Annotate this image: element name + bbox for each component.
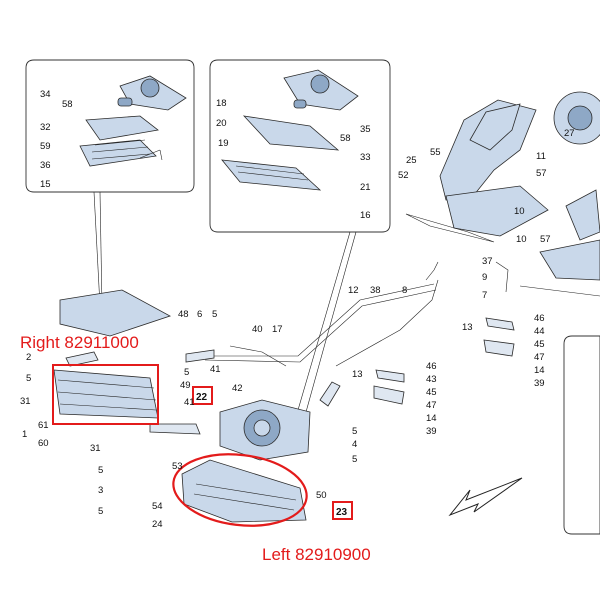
callout: 42 (232, 383, 243, 394)
callout: 41 (184, 397, 195, 408)
left-assembly (53, 289, 201, 435)
callout: 5 (212, 309, 217, 320)
callout: 7 (482, 290, 487, 301)
callout: 58 (62, 99, 73, 110)
callout: 6 (197, 309, 202, 320)
callout: 47 (534, 352, 545, 363)
callout: 39 (426, 426, 437, 437)
inset-right-edge (563, 335, 600, 535)
callout: 54 (152, 501, 163, 512)
hoses (185, 261, 515, 407)
callout: 9 (482, 272, 487, 283)
callout: 13 (352, 369, 363, 380)
callout: 5 (352, 426, 357, 437)
callout-numbers: 34 58 32 59 36 15 18 20 19 35 58 33 21 1… (20, 89, 575, 530)
callout: 20 (216, 118, 227, 129)
callout: 59 (40, 141, 51, 152)
callout: 4 (352, 439, 357, 450)
ref-23: 23 (336, 507, 348, 518)
upper-right-ducts (405, 91, 600, 297)
callout: 27 (564, 128, 575, 139)
callout: 14 (534, 365, 545, 376)
callout: 39 (534, 378, 545, 389)
ref-22-box (192, 386, 213, 405)
callout: 58 (340, 133, 351, 144)
callout: 1 (22, 429, 27, 440)
inset-left-radiator (25, 59, 195, 193)
right-part-label: Right 82911000 (20, 333, 139, 352)
direction-arrow (448, 477, 523, 517)
callout: 32 (40, 122, 51, 133)
callout: 48 (178, 309, 189, 320)
callout: 5 (98, 465, 103, 476)
inset-middle-radiator (209, 59, 391, 233)
callout: 57 (536, 168, 547, 179)
callout: 25 (406, 155, 417, 166)
callout: 24 (152, 519, 163, 530)
callout: 19 (218, 138, 229, 149)
callout: 43 (426, 374, 437, 385)
callout: 47 (426, 400, 437, 411)
callout: 10 (516, 234, 527, 245)
lower-fan-duct (181, 399, 311, 523)
callout: 49 (180, 380, 191, 391)
callout: 10 (514, 206, 525, 217)
right-part-highlight (52, 364, 159, 425)
callout: 8 (402, 285, 407, 296)
callout: 46 (534, 313, 545, 324)
callout: 12 (348, 285, 359, 296)
callout: 40 (252, 324, 263, 335)
left-part-label: Left 82910900 (262, 545, 371, 564)
left-part-highlight (172, 453, 308, 527)
ref-22: 22 (196, 392, 208, 403)
callout: 31 (90, 443, 101, 454)
callout: 2 (26, 352, 31, 363)
callout: 21 (360, 182, 371, 193)
callout: 45 (534, 339, 545, 350)
callout: 60 (38, 438, 49, 449)
ref-23-box (332, 501, 353, 520)
callout: 13 (462, 322, 473, 333)
callout: 35 (360, 124, 371, 135)
callout: 17 (272, 324, 283, 335)
callout: 37 (482, 256, 493, 267)
callout: 52 (398, 170, 409, 181)
callout: 5 (98, 506, 103, 517)
callout: 31 (20, 396, 31, 407)
callout: 14 (426, 413, 437, 424)
callout: 33 (360, 152, 371, 163)
callout: 34 (40, 89, 51, 100)
callout: 3 (98, 485, 103, 496)
callout: 45 (426, 387, 437, 398)
callout: 41 (210, 364, 221, 375)
callout: 61 (38, 420, 49, 431)
callout: 46 (426, 361, 437, 372)
callout: 5 (184, 367, 189, 378)
callout: 11 (536, 151, 546, 162)
callout: 16 (360, 210, 371, 221)
callout: 38 (370, 285, 381, 296)
callout: 57 (540, 234, 551, 245)
callout: 55 (430, 147, 441, 158)
callout: 53 (172, 461, 183, 472)
callout: 5 (26, 373, 31, 384)
callout: 5 (352, 454, 357, 465)
callout: 36 (40, 160, 51, 171)
callout: 15 (40, 179, 51, 190)
callout: 44 (534, 326, 545, 337)
callout: 50 (316, 490, 327, 501)
callout: 18 (216, 98, 227, 109)
